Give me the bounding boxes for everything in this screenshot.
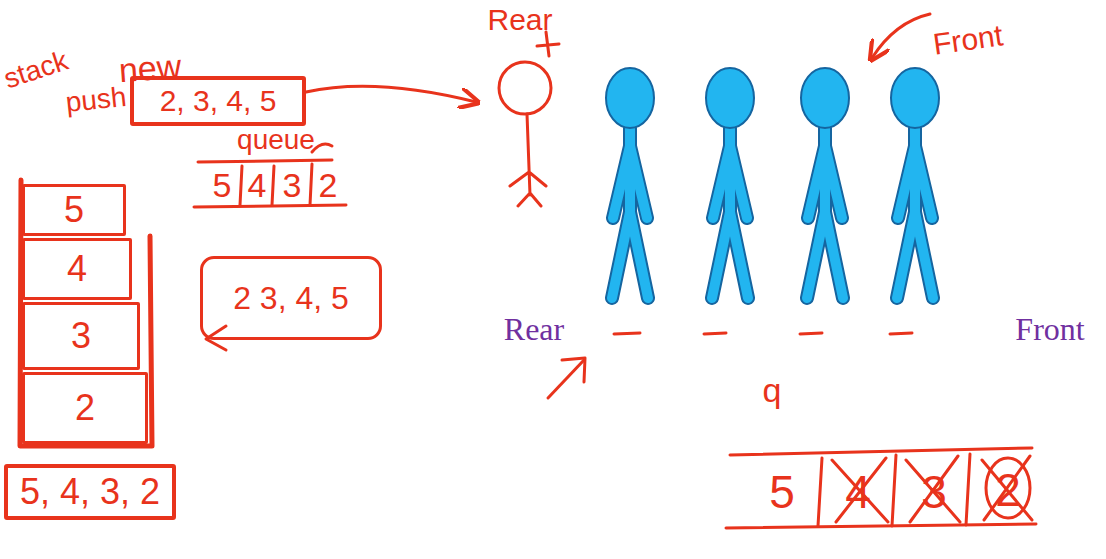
box-text: 5 xyxy=(64,192,84,228)
position-dash xyxy=(614,333,912,334)
end-label: Rear xyxy=(487,5,552,35)
note-text: stack xyxy=(1,47,72,94)
stack-cell: 3 xyxy=(22,302,140,370)
box-text: 5, 4, 3, 2 xyxy=(20,474,160,510)
strike-mark xyxy=(832,458,888,522)
note-text: new xyxy=(118,49,183,87)
note-text: queue xyxy=(237,126,315,154)
box-text: 2 3, 4, 5 xyxy=(233,282,349,314)
pointer-mark xyxy=(537,32,559,56)
pointer-arrow xyxy=(562,358,585,382)
table-cell: 5 xyxy=(769,469,795,515)
stick-figure xyxy=(499,62,551,114)
strike-mark xyxy=(906,456,960,522)
result-box: 5, 4, 3, 2 xyxy=(4,464,176,520)
strike-mark xyxy=(982,456,1032,520)
circle-mark xyxy=(986,458,1030,518)
end-label: Front xyxy=(931,20,1005,59)
end-label: Front xyxy=(1015,313,1084,345)
table-line xyxy=(730,448,1032,455)
table-cell: 5 xyxy=(213,168,232,202)
stack-cell: 5 xyxy=(22,184,126,236)
box-text: 4 xyxy=(67,251,87,287)
stack-cell: 4 xyxy=(22,238,132,300)
note-text: push xyxy=(64,83,127,117)
squiggle xyxy=(312,144,332,152)
table-cell: 3 xyxy=(283,168,302,202)
table-divider xyxy=(240,164,312,205)
box-text: 2, 3, 4, 5 xyxy=(160,86,277,116)
sequence-box: 2 3, 4, 5 xyxy=(200,256,382,340)
pointer-arrow xyxy=(872,14,930,58)
table-cell: 3 xyxy=(921,469,947,515)
stick-figure xyxy=(510,114,546,206)
table-divider xyxy=(818,454,970,526)
table-line xyxy=(726,524,1036,528)
table-line xyxy=(198,160,332,162)
arrow-stroke xyxy=(306,86,476,102)
stack-outline xyxy=(20,180,152,446)
table-cell: 2 xyxy=(319,168,338,202)
person-figure xyxy=(606,68,939,298)
end-label: Rear xyxy=(504,313,564,345)
stack-cell: 2 xyxy=(22,372,148,444)
box-text: 2 xyxy=(75,390,95,426)
table-cell: 4 xyxy=(248,168,267,202)
note-text: q xyxy=(763,373,782,407)
table-line xyxy=(194,205,346,207)
pointer-arrow xyxy=(548,360,584,398)
table-cell: 4 xyxy=(845,469,871,515)
box-text: 3 xyxy=(71,318,91,354)
table-cell: 2 xyxy=(995,467,1021,513)
